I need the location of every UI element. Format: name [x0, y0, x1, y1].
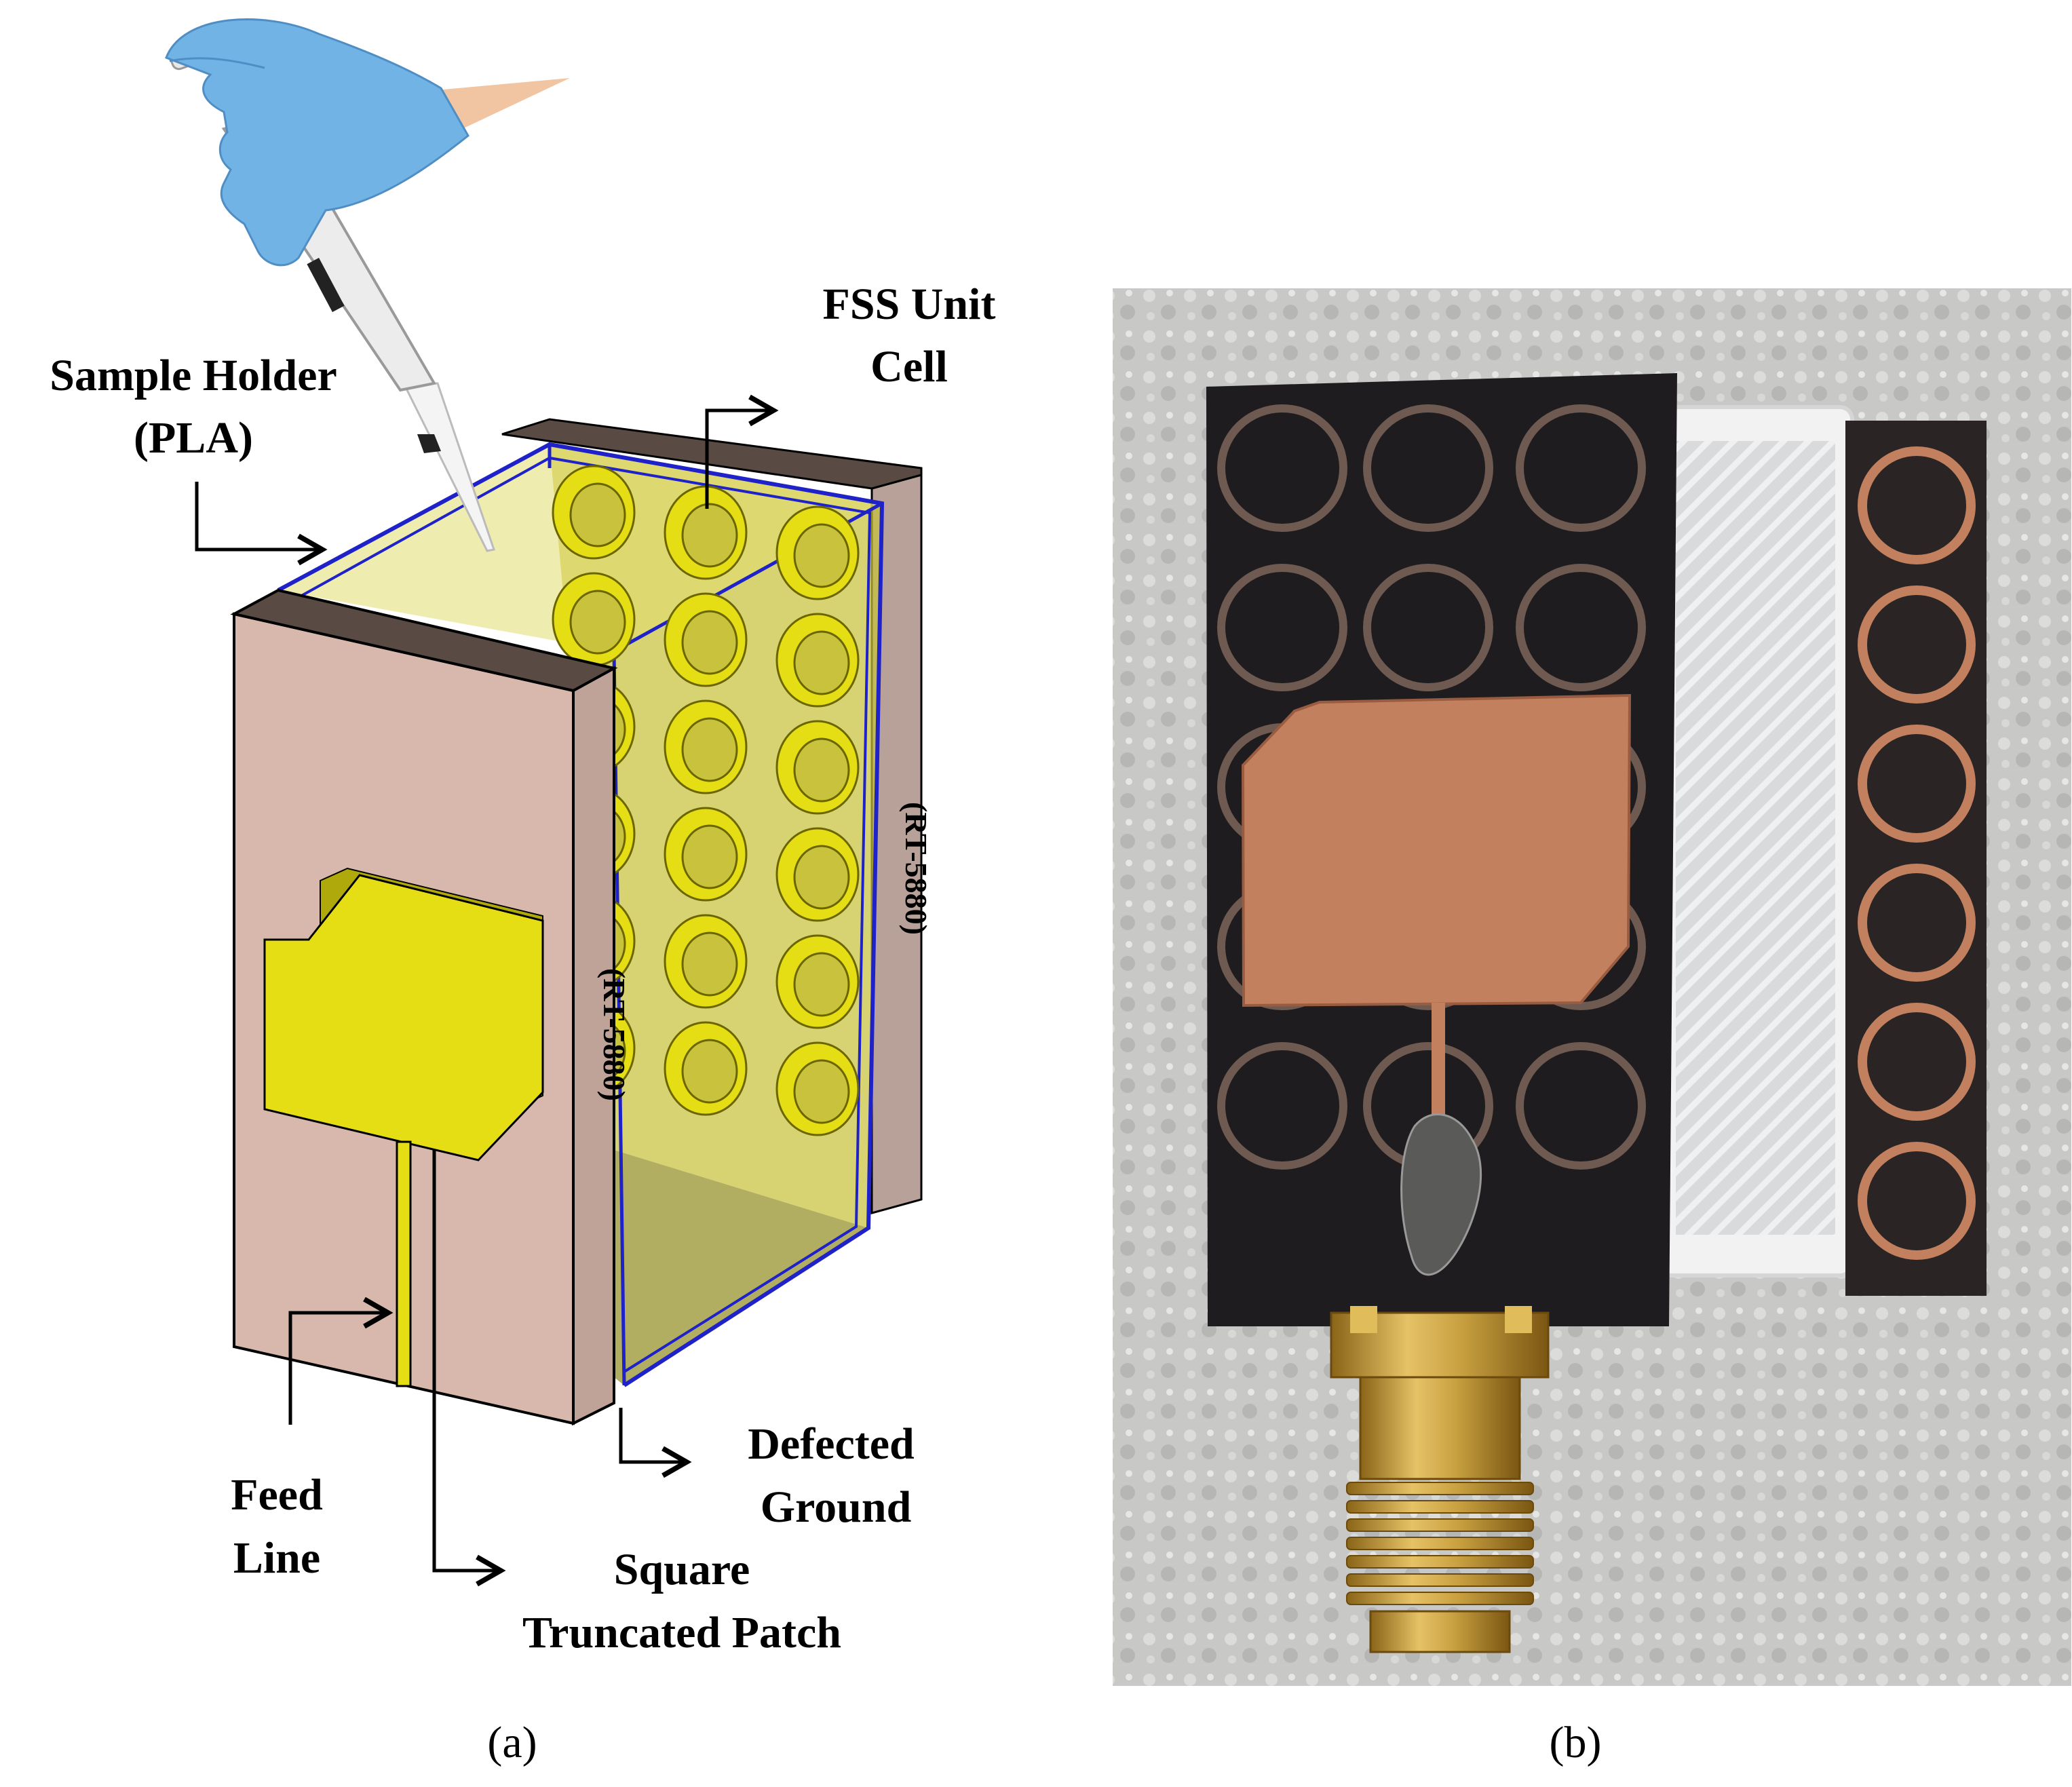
panel-a: (RT-5880) (RT-5880) Sample Holder (PLA) …	[50, 18, 996, 1767]
solder-joint	[1400, 1113, 1482, 1276]
ground-ring	[1217, 564, 1347, 691]
ground-ring	[1363, 404, 1493, 532]
fss-ring-array	[552, 465, 860, 1136]
svg-text:FSS Unit: FSS Unit	[823, 280, 996, 329]
fss-ring-inner	[681, 717, 738, 782]
label-feed-line: Feed Line	[231, 1470, 323, 1583]
copper-ring	[1858, 725, 1976, 843]
copper-ring	[1858, 864, 1976, 982]
fss-ring-inner	[793, 845, 850, 910]
panel-b: (b)	[1113, 288, 2071, 1767]
sma-connector-icon	[1330, 1306, 1550, 1653]
fss-ring-inner	[569, 482, 626, 547]
copper-ring	[1858, 446, 1976, 564]
sma-thread	[1346, 1537, 1534, 1550]
arrow-icon	[705, 394, 779, 509]
label-fss-unit-cell: FSS Unit Cell	[823, 280, 996, 391]
svg-text:(PLA): (PLA)	[134, 413, 253, 463]
sma-thread	[1346, 1482, 1534, 1495]
sma-thread	[1346, 1500, 1534, 1514]
label-square-truncated-patch: Square Truncated Patch	[522, 1545, 841, 1657]
svg-text:Line: Line	[233, 1533, 320, 1583]
fss-ring-inner	[681, 1039, 738, 1104]
fss-ring-inner	[681, 931, 738, 997]
svg-text:Ground: Ground	[761, 1482, 912, 1532]
substrate-label-front: (RT-5880)	[597, 968, 632, 1101]
svg-text:Square: Square	[614, 1545, 750, 1594]
back-substrate	[501, 418, 923, 1214]
pla-tray	[1657, 405, 1854, 1277]
ground-ring	[1217, 404, 1347, 532]
fss-ring-inner	[681, 824, 738, 889]
ground-ring	[1516, 404, 1646, 532]
fss-ring-inner	[793, 630, 850, 695]
substrate-label-back: (RT-5880)	[899, 802, 934, 935]
caption-a: (a)	[487, 1718, 537, 1767]
square-truncated-patch	[263, 867, 544, 1161]
copper-ring	[1858, 1142, 1976, 1260]
feed-line	[396, 1140, 412, 1387]
copper-patch	[1241, 693, 1632, 1007]
ground-ring	[1516, 564, 1646, 691]
ground-ring	[1217, 1042, 1347, 1170]
svg-text:Cell: Cell	[870, 342, 948, 391]
svg-text:Truncated Patch: Truncated Patch	[522, 1608, 841, 1657]
fss-ring-inner	[569, 590, 626, 655]
copper-ring	[1858, 1003, 1976, 1121]
copper-ring	[1858, 585, 1976, 704]
fss-ring-inner	[793, 1059, 850, 1124]
label-defected-ground: Defected Ground	[748, 1419, 915, 1532]
fss-ring-inner	[793, 523, 850, 588]
svg-text:Feed: Feed	[231, 1470, 323, 1520]
label-sample-holder: Sample Holder (PLA)	[50, 351, 337, 463]
sma-thread	[1346, 1573, 1534, 1587]
arrow-icon	[195, 482, 328, 566]
sma-thread	[1346, 1592, 1534, 1605]
fss-strip-ring-array	[1858, 446, 1976, 1260]
fss-ring-inner	[681, 503, 738, 568]
fss-ring-inner	[793, 737, 850, 803]
fss-ring-inner	[793, 952, 850, 1017]
svg-text:Sample Holder: Sample Holder	[50, 351, 337, 400]
caption-b: (b)	[1550, 1718, 1602, 1767]
ground-ring	[1363, 564, 1493, 691]
sma-thread	[1346, 1518, 1534, 1532]
sma-thread	[1346, 1555, 1534, 1569]
arrow-icon	[619, 1408, 692, 1478]
arrow-icon	[432, 1150, 506, 1587]
fss-strip-board	[1845, 421, 1987, 1296]
fss-ring-inner	[681, 610, 738, 675]
copper-feed-line	[1432, 1003, 1445, 1145]
arrow-icon	[288, 1296, 394, 1425]
ground-ring	[1516, 1042, 1646, 1170]
svg-text:Defected: Defected	[748, 1419, 915, 1469]
gloved-hand-icon	[165, 18, 570, 267]
